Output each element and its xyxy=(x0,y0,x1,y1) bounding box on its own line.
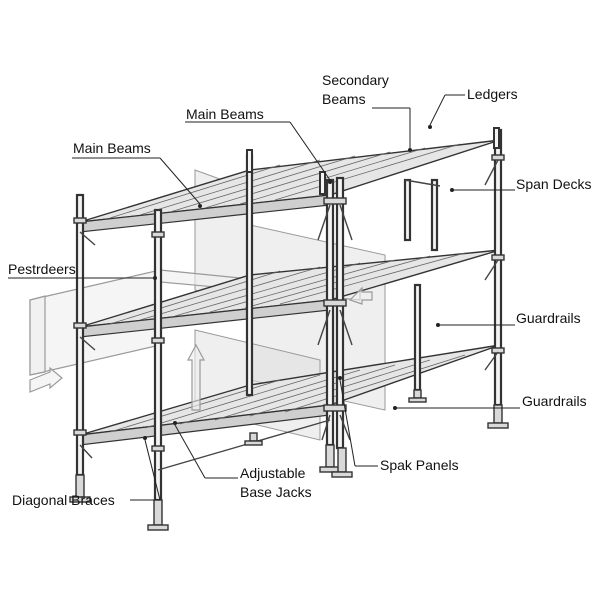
leader-lines xyxy=(8,94,520,501)
label-main-beams-top: Main Beams xyxy=(186,106,264,122)
base-jacks xyxy=(69,389,509,531)
post-collars xyxy=(73,154,505,452)
label-secondary-beams-line1: Secondary xyxy=(322,72,389,88)
label-adjustable-line1: Adjustable xyxy=(240,465,306,481)
label-adjustable-line2: Base Jacks xyxy=(240,484,312,500)
callout-labels: Secondary Beams Ledgers Main Beams Main … xyxy=(8,72,591,508)
label-guardrails-low: Guardrails xyxy=(522,393,587,409)
diagonal-brace-lines xyxy=(79,159,499,471)
arrow-icons xyxy=(29,286,373,411)
label-pestrdeers: Pestrdeers xyxy=(8,261,76,277)
top-guardrail-posts xyxy=(246,127,500,195)
label-ledgers: Ledgers xyxy=(467,86,518,102)
label-guardrails-mid: Guardrails xyxy=(516,310,581,326)
label-span-decks: Span Decks xyxy=(516,176,591,192)
deck-top xyxy=(79,139,501,233)
label-spak-panels: Spak Panels xyxy=(380,457,459,473)
label-secondary-beams-line2: Beams xyxy=(322,91,366,107)
label-diagonal-braces: Diagonal Braces xyxy=(12,492,115,508)
label-main-beams-left: Main Beams xyxy=(73,140,151,156)
